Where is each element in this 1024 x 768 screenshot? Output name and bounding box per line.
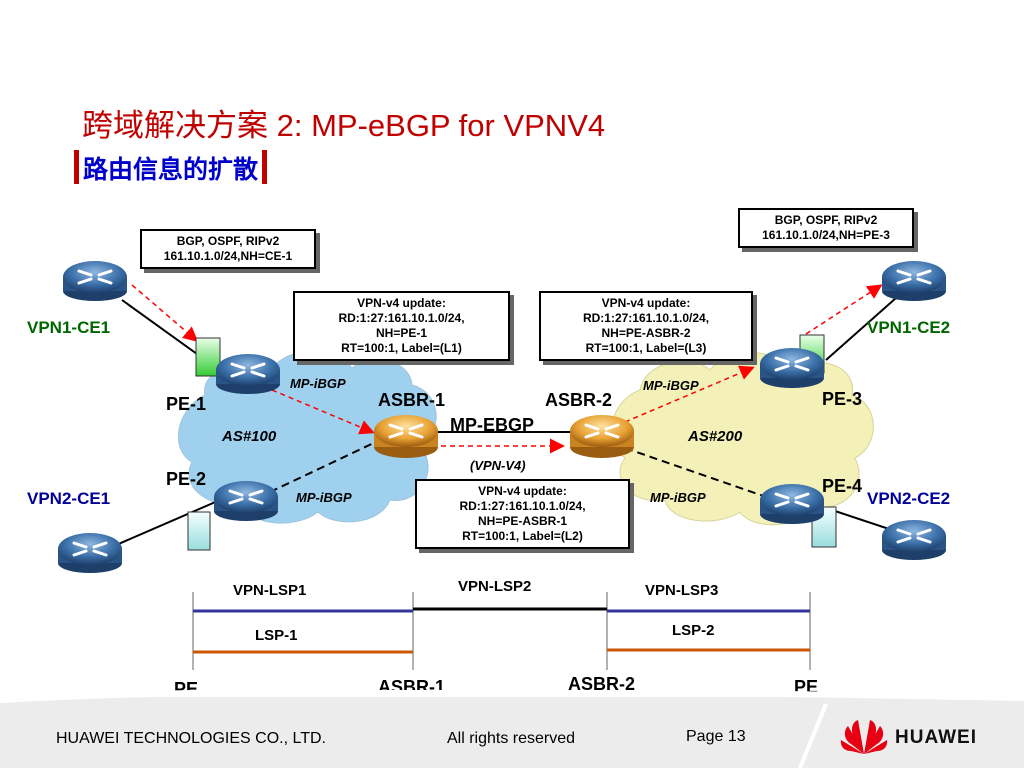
router-icon-asbr2 [570, 415, 634, 458]
route-box-pe3: BGP, OSPF, RIPv2 161.10.1.0/24,NH=PE-3 [738, 208, 914, 248]
vpnv4-box-l2-line1: VPN-v4 update: [478, 484, 567, 498]
label-mp-ibgp-pe3: MP-iBGP [643, 378, 699, 393]
huawei-logo-icon [840, 720, 888, 754]
label-vpn2-ce2: VPN2-CE2 [867, 489, 951, 508]
vrf-block-pe1 [195, 337, 221, 377]
vpnv4-box-l1-line2: RD:1:27:161.10.1.0/24, [338, 311, 465, 325]
router-icon-vpn2-ce1 [58, 533, 122, 573]
label-vpn2-ce1: VPN2-CE1 [27, 489, 111, 508]
router-icon-vpn1-ce1 [63, 261, 127, 301]
label-as100: AS#100 [222, 428, 277, 445]
footer-company: HUAWEI TECHNOLOGIES CO., LTD. [56, 730, 326, 747]
vpnv4-box-l2-line2: RD:1:27:161.10.1.0/24, [459, 499, 586, 513]
label-as200: AS#200 [688, 428, 743, 445]
label-vpn1-ce2: VPN1-CE2 [867, 318, 951, 337]
route-box-pe3-line1: BGP, OSPF, RIPv2 [774, 213, 878, 227]
label-pe3: PE-3 [822, 389, 863, 409]
link-ce2-pe2 [99, 499, 221, 553]
link-pe4-ce4 [825, 507, 893, 531]
label-pe2: PE-2 [166, 469, 207, 489]
router-icon-pe2 [214, 481, 278, 521]
label-vpn1-ce1: VPN1-CE1 [27, 318, 111, 337]
router-icon-asbr1 [374, 415, 438, 458]
route-box-ce1: BGP, OSPF, RIPv2 161.10.1.0/24,NH=CE-1 [140, 229, 316, 269]
subtitle-bar-right [262, 150, 268, 184]
label-pe4: PE-4 [822, 476, 863, 496]
vrf-block-pe2 [187, 511, 211, 551]
route-box-ce1-line2: 161.10.1.0/24,NH=CE-1 [163, 249, 293, 263]
vpnv4-update-box-l1: VPN-v4 update: RD:1:27:161.10.1.0/24, NH… [293, 291, 510, 361]
vpnv4-update-box-l2: VPN-v4 update: RD:1:27:161.10.1.0/24, NH… [415, 479, 630, 549]
vpnv4-update-box-l3: VPN-v4 update: RD:1:27:161.10.1.0/24, NH… [539, 291, 753, 361]
arrow-pe3-ce3 [805, 284, 883, 335]
label-asbr2: ASBR-2 [545, 390, 613, 410]
vpnv4-box-l1-line4: RT=100:1, Label=(L1) [341, 341, 462, 355]
label-asbr1: ASBR-1 [378, 390, 446, 410]
vpnv4-box-l3-line1: VPN-v4 update: [601, 296, 691, 310]
vpnv4-box-l1-line1: VPN-v4 update: [357, 296, 446, 310]
page-title: 跨域解决方案 2: MP-eBGP for VPNV4 [82, 108, 606, 143]
vpnv4-box-l3-line2: RD:1:27:161.10.1.0/24, [582, 311, 710, 325]
label-vpn-lsp1: VPN-LSP1 [233, 582, 307, 599]
vpnv4-box-l3-line3: NH=PE-ASBR-2 [601, 326, 691, 340]
vpnv4-box-l2-line3: NH=PE-ASBR-1 [477, 514, 567, 528]
footer-page: Page 13 [686, 728, 746, 745]
arrow-pe1-asbr1 [271, 389, 375, 435]
vpnv4-box-l1-line3: NH=PE-1 [375, 326, 428, 340]
label-mp-ibgp-pe1: MP-iBGP [290, 376, 346, 391]
footer-rights: All rights reserved [447, 730, 576, 747]
label-mp-ibgp-pe4: MP-iBGP [650, 490, 706, 505]
label-mp-ebgp: MP-EBGP [450, 415, 535, 435]
router-icon-vpn2-ce2 [882, 520, 946, 560]
router-icon-pe1 [216, 354, 280, 394]
ibgp-asbr2-pe4 [624, 447, 776, 501]
subtitle-bar-left [74, 150, 79, 184]
label-lsp1: LSP-1 [255, 627, 298, 644]
router-icon-pe3 [760, 348, 824, 388]
label-vpn-v4: (VPN-V4) [470, 458, 526, 473]
huawei-brand-text: HUAWEI [895, 727, 977, 748]
route-box-pe3-line2: 161.10.1.0/24,NH=PE-3 [762, 228, 890, 242]
route-box-ce1-line1: BGP, OSPF, RIPv2 [176, 234, 280, 248]
label-vpn-lsp2: VPN-LSP2 [458, 578, 532, 595]
arrow-ce1-pe1 [131, 284, 199, 342]
page-subtitle: 路由信息的扩散 [70, 150, 271, 186]
label-mp-ibgp-pe2: MP-iBGP [296, 490, 352, 505]
label-vpn-lsp3: VPN-LSP3 [645, 582, 719, 599]
label-pe1: PE-1 [166, 394, 207, 414]
vpnv4-box-l3-line4: RT=100:1, Label=(L3) [585, 341, 707, 355]
subtitle-text: 路由信息的扩散 [83, 156, 259, 184]
router-icon-pe4 [760, 484, 824, 524]
label-lsp2: LSP-2 [672, 622, 715, 639]
ibgp-pe2-asbr1 [269, 439, 381, 493]
vpnv4-box-l2-line4: RT=100:1, Label=(L2) [462, 529, 583, 543]
router-icon-vpn1-ce2 [882, 261, 946, 301]
footer-decor [0, 690, 1024, 768]
label-lsp-asbr2: ASBR-2 [568, 674, 636, 694]
link-pe3-ce3 [825, 297, 897, 361]
